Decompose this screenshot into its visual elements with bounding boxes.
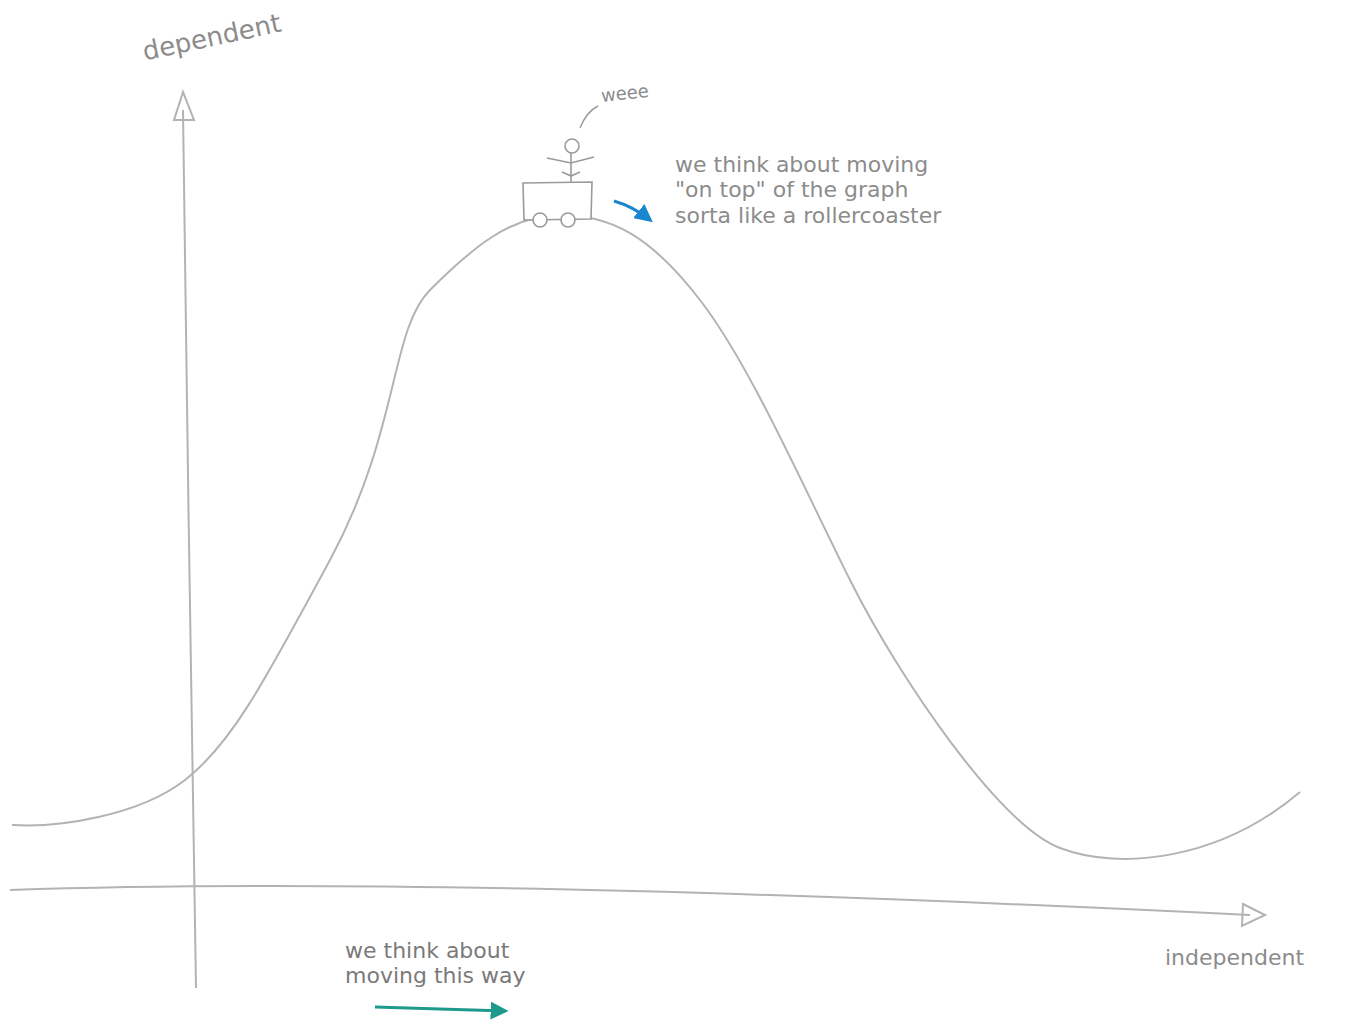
y-axis-arrowhead	[174, 92, 194, 120]
cart-wheel	[533, 213, 547, 227]
cart	[523, 182, 592, 220]
annotation-arrow	[614, 201, 650, 220]
stick-figure-body	[547, 153, 594, 182]
speech-leader	[580, 106, 598, 128]
text-annotation: independent	[1165, 945, 1335, 970]
x-axis-arrowhead	[1242, 904, 1265, 926]
text-annotation: weee	[600, 78, 682, 107]
text-annotation: we think about moving "on top" of the gr…	[675, 152, 965, 228]
rollercoaster-curve	[12, 215, 1300, 859]
cart-wheel	[561, 213, 575, 227]
x-axis	[10, 886, 1250, 915]
text-annotation: we think about moving this way	[345, 938, 575, 989]
text-annotation: dependent	[140, 0, 342, 67]
y-axis	[183, 110, 196, 988]
direction-arrow	[375, 1007, 505, 1011]
stick-figure-head	[565, 139, 579, 153]
